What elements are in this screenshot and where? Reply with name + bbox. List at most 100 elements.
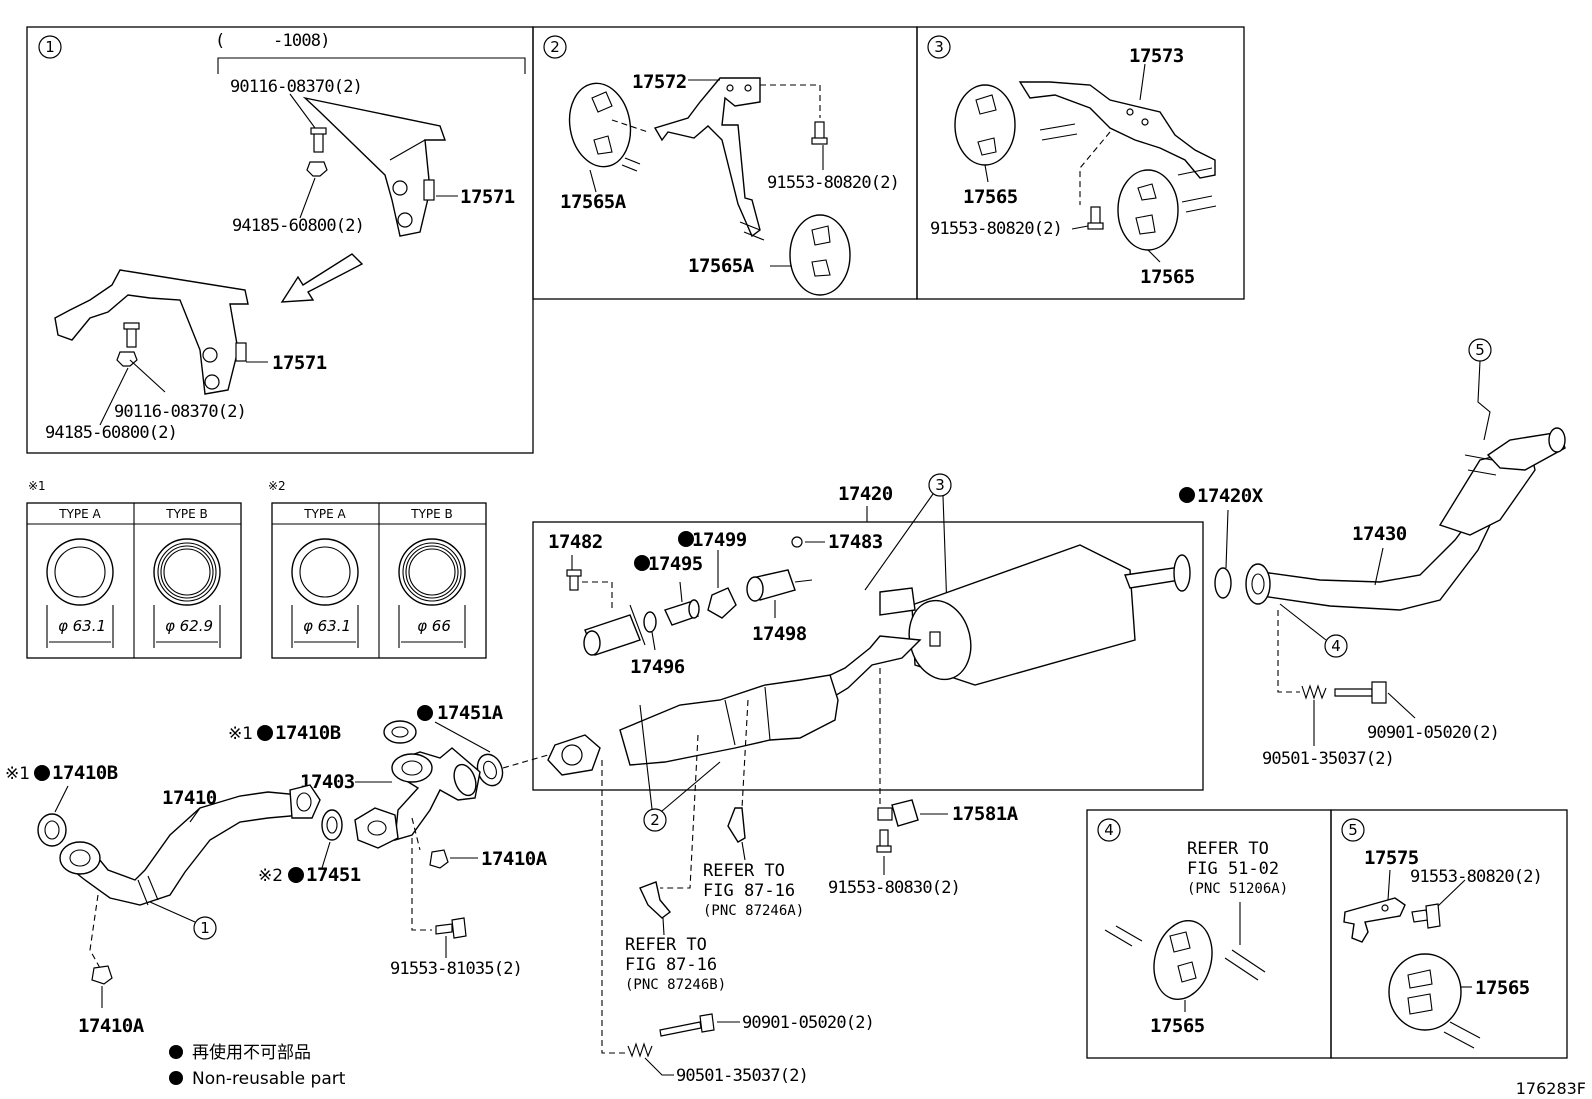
legend: 再使用不可部品 Non-reusable part <box>169 1042 346 1089</box>
svg-text:TYPE A: TYPE A <box>58 507 101 521</box>
part-label-17451A: 17451A <box>437 702 504 724</box>
nut-94185-upper <box>306 161 328 177</box>
svg-text:1: 1 <box>45 38 55 56</box>
hanger-17565-inset4 <box>1153 919 1213 1001</box>
ref-51206A-line2: FIG 51-02 <box>1187 859 1279 879</box>
svg-text:※1: ※1 <box>28 479 46 493</box>
pipe-17403 <box>354 747 481 849</box>
part-label-90116-lower: 90116-08370(2) <box>114 402 246 422</box>
assembly-17420-frame <box>532 521 1204 791</box>
bolt-90116-lower <box>123 322 140 348</box>
spring-90501-bottom <box>627 1042 653 1058</box>
callout-2-main: 2 <box>643 808 667 832</box>
part-label-17565-inset5: 17565 <box>1475 977 1530 999</box>
part-label-17581A: 17581A <box>952 803 1019 825</box>
part-17498 <box>746 569 813 602</box>
part-label-17410A-right: 17410A <box>481 848 548 870</box>
svg-text:φ 63.1: φ 63.1 <box>303 617 351 635</box>
bolt-91553-inset2 <box>811 121 828 145</box>
svg-text:3: 3 <box>935 476 945 494</box>
ref-87246B-line1: REFER TO <box>625 935 707 955</box>
part-17499 <box>707 587 737 619</box>
svg-text:※2: ※2 <box>268 479 286 493</box>
nut-17410A-right <box>429 849 449 869</box>
part-label-17499: 17499 <box>692 529 747 551</box>
part-label-91553-inset2: 91553-80820(2) <box>767 173 899 193</box>
spring-90501-right <box>1301 684 1327 700</box>
part-label-91553-81035: 91553-81035(2) <box>390 959 522 979</box>
part-17483-nut <box>791 536 803 548</box>
hanger-17565-inset3-right <box>1117 169 1179 251</box>
part-17496 <box>643 611 657 633</box>
part-label-94185-lower: 94185-60800(2) <box>45 423 177 443</box>
svg-text:1: 1 <box>200 919 210 937</box>
part-17482-bracket <box>583 604 646 656</box>
part-17495 <box>664 599 700 626</box>
svg-text:2: 2 <box>650 811 660 829</box>
hose-87246A <box>727 807 746 843</box>
part-label-90501-bottom: 90501-35037(2) <box>676 1066 808 1086</box>
svg-text:TYPE A: TYPE A <box>303 507 346 521</box>
ref-87246A-line3: (PNC 87246A) <box>703 903 804 919</box>
inset-3-frame <box>916 26 1245 300</box>
part-label-17410B-upper: 17410B <box>275 722 341 744</box>
svg-text:φ 63.1: φ 63.1 <box>58 617 106 635</box>
part-label-91553-inset3: 91553-80820(2) <box>930 219 1062 239</box>
muffler-assembly <box>809 544 1191 706</box>
gasket-table-1: ※1 TYPE A TYPE B φ 63.1 φ 62.9 <box>26 479 242 659</box>
non-reusable-mark-17410B-left <box>34 765 50 781</box>
ref-51206A-line3: (PNC 51206A) <box>1187 881 1288 897</box>
part-label-17565-inset3-left: 17565 <box>963 186 1018 208</box>
part-label-17410B-left: 17410B <box>52 762 118 784</box>
non-reusable-mark-17410B-upper <box>257 725 273 741</box>
gasket-17410B-left <box>37 813 67 847</box>
part-label-90901-bottom: 90901-05020(2) <box>742 1013 874 1033</box>
part-label-91553-inset5: 91553-80820(2) <box>1410 867 1542 887</box>
part-label-17565-inset4: 17565 <box>1150 1015 1205 1037</box>
callout-5-main: 5 <box>1468 338 1492 362</box>
part-label-17403: 17403 <box>300 771 355 793</box>
inset-5-callout: 5 <box>1341 818 1365 842</box>
part-label-17483: 17483 <box>828 531 883 553</box>
bracket-17573 <box>1018 81 1216 179</box>
hanger-17565-inset3-left <box>954 84 1016 166</box>
part-label-17571-upper: 17571 <box>460 186 515 208</box>
svg-text:4: 4 <box>1104 821 1114 839</box>
hanger-17565A-left <box>568 82 632 168</box>
non-reusable-mark-17451A <box>417 705 433 721</box>
part-label-94185-upper: 94185-60800(2) <box>232 216 364 236</box>
part-label-17496: 17496 <box>630 656 685 678</box>
svg-text:TYPE B: TYPE B <box>165 507 208 521</box>
ref-87246A-line2: FIG 87-16 <box>703 881 795 901</box>
non-reusable-mark-17451 <box>288 867 304 883</box>
mark-x2: ※2 <box>258 866 283 886</box>
bracket-17571-lower <box>54 269 249 395</box>
non-reusable-mark-17495 <box>634 555 650 571</box>
legend-bullet-ja <box>169 1045 183 1059</box>
svg-text:4: 4 <box>1331 637 1341 655</box>
inset-4-callout: 4 <box>1097 818 1121 842</box>
part-label-17571-lower: 17571 <box>272 352 327 374</box>
non-reusable-mark-17420X <box>1179 487 1195 503</box>
callout-1-main: 1 <box>193 916 217 940</box>
figure-number: 176283F <box>1516 1079 1586 1098</box>
part-label-17410A-bottom: 17410A <box>78 1015 145 1037</box>
part-label-17420: 17420 <box>838 483 893 505</box>
bolt-91553-inset3 <box>1087 206 1104 230</box>
pipe-17410 <box>59 784 321 906</box>
gasket-17420X <box>1214 567 1232 599</box>
svg-text:5: 5 <box>1348 821 1358 839</box>
ref-87246A-line1: REFER TO <box>703 861 785 881</box>
pipe-17430 <box>1245 427 1566 611</box>
svg-text:φ 62.9: φ 62.9 <box>165 617 213 635</box>
bolt-90901-bottom <box>659 1013 715 1037</box>
legend-text-en: Non-reusable part <box>192 1069 346 1089</box>
part-label-17451: 17451 <box>306 864 361 886</box>
part-label-17482: 17482 <box>548 531 603 553</box>
gasket-17410B-upper <box>383 720 417 744</box>
part-label-17430: 17430 <box>1352 523 1407 545</box>
part-label-17573: 17573 <box>1129 45 1184 67</box>
inset-3-callout: 3 <box>927 35 951 59</box>
ref-87246B-line3: (PNC 87246B) <box>625 977 726 993</box>
